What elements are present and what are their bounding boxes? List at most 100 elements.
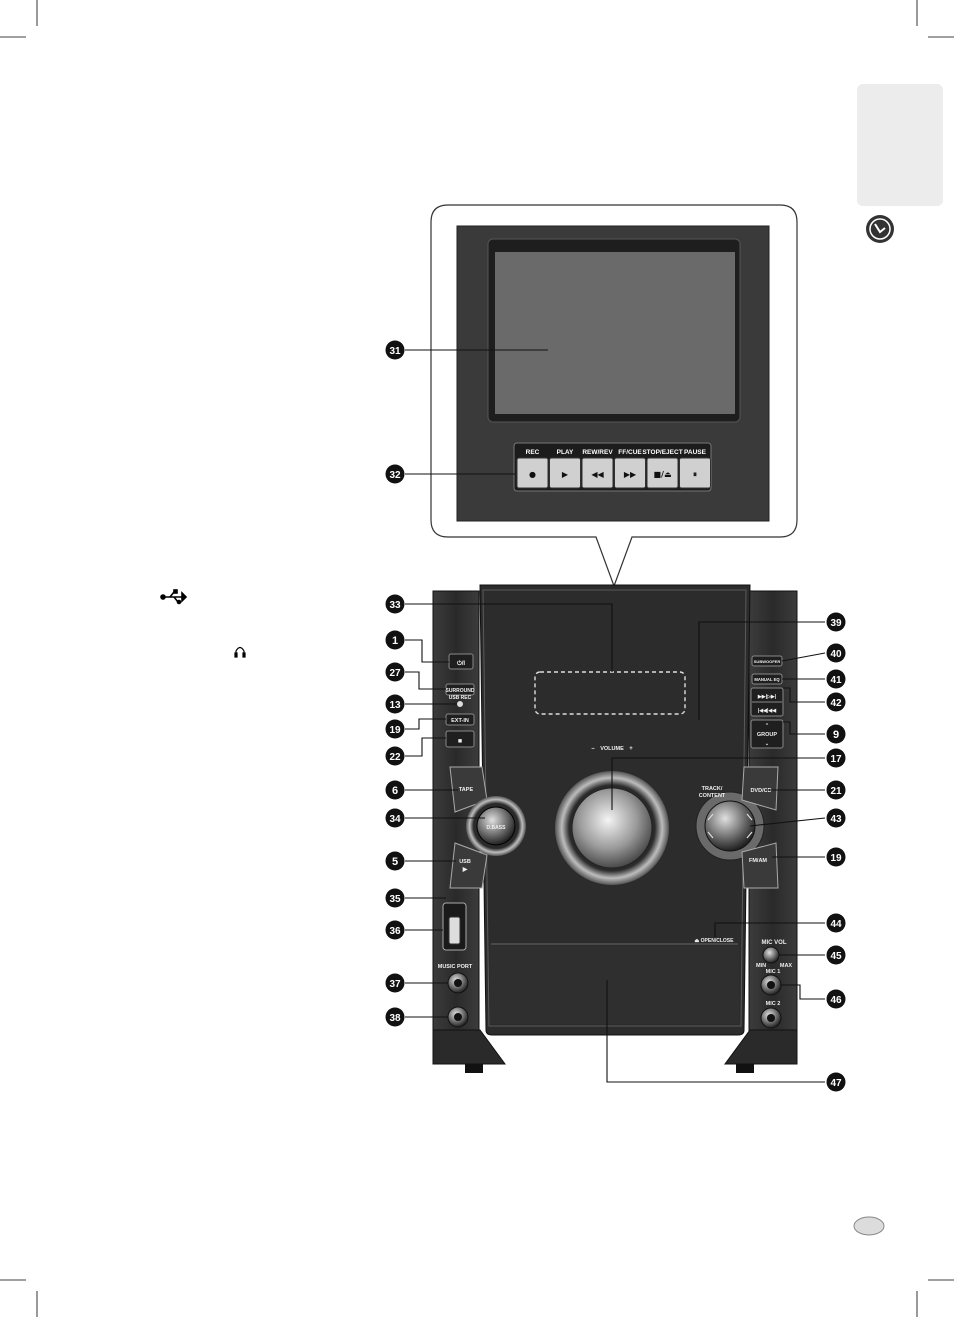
left-base — [432, 1029, 506, 1065]
callout-badge — [385, 694, 405, 714]
tape-button-face[interactable] — [679, 457, 711, 489]
panel-labels: ⏻/I SURROUND USB REC EXT-IN ■ TAPE D.BAS… — [438, 659, 781, 970]
music-port-label: MUSIC PORT — [438, 964, 473, 970]
callout-number: 38 — [389, 1013, 401, 1024]
mic1-hole — [767, 981, 775, 989]
mic2-hole — [767, 1014, 775, 1022]
callout-31-display-screen: 31 — [385, 340, 405, 360]
callout-number: 27 — [389, 668, 401, 679]
tape-button-symbol: ▶ — [562, 470, 569, 479]
callout-number: 47 — [830, 1078, 842, 1089]
tape-ff-cue-button[interactable]: FF/CUE ▶▶ — [614, 449, 646, 489]
callout-number: 6 — [392, 785, 398, 797]
callout-badge — [385, 851, 405, 871]
callout-41-manual-eq-button: 41 — [826, 669, 846, 689]
dbass-button[interactable] — [476, 806, 516, 846]
callout-badge — [826, 692, 846, 712]
tape-play-button[interactable]: PLAY▶ — [549, 449, 581, 489]
track-label-2: CONTENT — [699, 793, 726, 799]
usb-icon — [160, 589, 188, 605]
left-foot — [465, 1064, 483, 1073]
tape-button-label: FF/CUE — [618, 449, 642, 456]
callout-47-disc-tray: 47 — [826, 1072, 846, 1092]
callout-badge — [385, 340, 405, 360]
callout-badge — [826, 1072, 846, 1092]
track-knob[interactable] — [704, 800, 756, 852]
usb-panel-wedge[interactable] — [449, 842, 488, 889]
callout-number: 36 — [389, 926, 401, 937]
tape-pause-button[interactable]: PAUSE⏸ — [679, 449, 711, 489]
tape-button-face[interactable] — [646, 457, 679, 489]
callout-number: 40 — [830, 649, 842, 660]
callout-number: 42 — [830, 698, 842, 709]
dvd-cd-wedge[interactable] — [741, 766, 779, 811]
callout-number: 9 — [833, 729, 839, 741]
callout-number: 32 — [389, 470, 401, 481]
tape-button-symbol: ◀◀ — [591, 470, 604, 479]
callout-46-mic-jacks: 46 — [826, 989, 846, 1009]
callout-number: 37 — [389, 979, 401, 990]
fm-am-wedge[interactable] — [741, 842, 779, 889]
tape-buttons: REC●PLAY▶REW/REV◀◀ FF/CUE ▶▶ STOP/EJECT■/⏏P… — [516, 449, 711, 489]
group-label: GROUP — [757, 732, 778, 738]
mic1-label: MIC 1 — [766, 969, 781, 975]
tape-button-face[interactable] — [516, 457, 549, 489]
callout-19-fm-am-button: 19 — [826, 847, 846, 867]
callout-number: 19 — [830, 853, 842, 864]
callout-22-stop-button: 22 — [385, 746, 405, 766]
right-base — [724, 1029, 798, 1065]
group-buttons[interactable] — [750, 719, 784, 749]
callout-number: 33 — [389, 600, 401, 611]
usb-rec-button[interactable] — [457, 701, 463, 707]
callout-badge — [826, 847, 846, 867]
tape-button-face[interactable] — [581, 457, 614, 489]
callout-40-subwoofer-button: 40 — [826, 643, 846, 663]
callout-badge — [385, 973, 405, 993]
tape-rew-rev-button[interactable]: REW/REV◀◀ — [581, 449, 614, 489]
callout-number: 1 — [392, 635, 398, 647]
usb-port[interactable] — [448, 916, 461, 945]
callout-19-ext-in-button: 19 — [385, 719, 405, 739]
callout-badge — [826, 808, 846, 828]
callout-badge — [385, 808, 405, 828]
callout-35-usb-label: 35 — [385, 888, 405, 908]
music-port-hole — [454, 979, 462, 987]
tape-button-symbol: ▶▶ — [624, 470, 637, 479]
callout-badge — [826, 669, 846, 689]
volume-label: VOLUME — [600, 746, 624, 752]
callout-6-tape-button: 6 — [385, 780, 405, 800]
callout-badge — [826, 945, 846, 965]
callout-number: 31 — [389, 346, 401, 357]
tape-button-face[interactable] — [549, 457, 581, 489]
callout-9-group-buttons: 9 — [826, 724, 846, 744]
headphone-icon — [234, 646, 246, 658]
tape-button-face[interactable] — [614, 457, 646, 489]
callout-number: 5 — [392, 856, 398, 868]
callout-33-vfd-display: 33 — [385, 594, 405, 614]
callout-badge — [385, 719, 405, 739]
callout-badge — [826, 748, 846, 768]
display-screen — [495, 252, 735, 414]
callout-39-remote-sensor: 39 — [826, 612, 846, 632]
tape-stop-eject-button[interactable]: STOP/EJECT■/⏏ — [642, 449, 683, 489]
tape-label: TAPE — [459, 787, 474, 793]
power-label: ⏻/I — [457, 660, 465, 667]
mic-vol-knob[interactable] — [762, 946, 780, 964]
right-foot — [736, 1064, 754, 1073]
ext-in-label: EXT-IN — [451, 718, 469, 724]
center-body-outline — [482, 589, 747, 1027]
callout-number: 46 — [830, 995, 842, 1006]
callout-badge — [385, 920, 405, 940]
callout-number: 35 — [389, 894, 401, 905]
leader-lines — [405, 349, 826, 1083]
tape-rec-button[interactable]: REC● — [516, 449, 549, 489]
callout-number: 43 — [830, 814, 842, 825]
callout-43-track-knob: 43 — [826, 808, 846, 828]
stop-button[interactable] — [445, 730, 475, 748]
callout-badge — [385, 1007, 405, 1027]
stop-label: ■ — [458, 738, 462, 745]
mic-max-label: MAX — [780, 963, 793, 969]
main-unit — [432, 584, 798, 1073]
disc-tray — [490, 946, 739, 1024]
